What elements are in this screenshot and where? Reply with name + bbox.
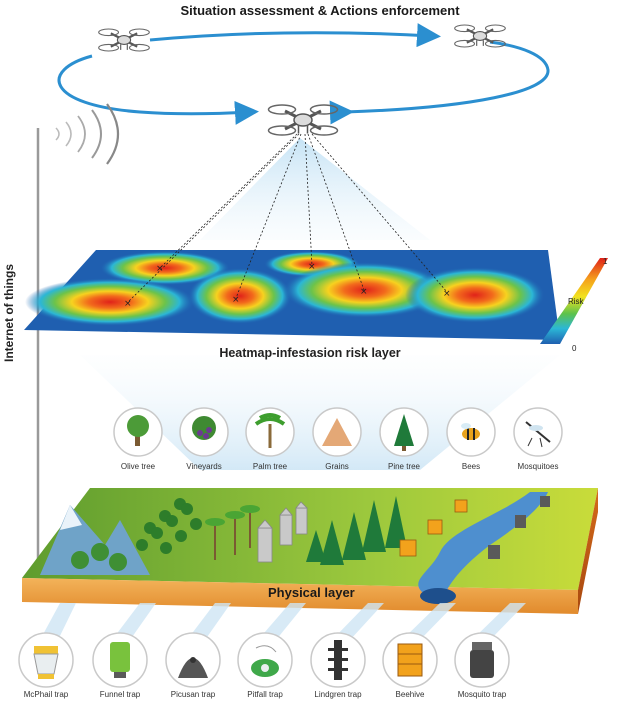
trap-label-mcphail: McPhail trap [23, 690, 69, 699]
vineyard-icon [192, 416, 216, 440]
beehive-icon [397, 643, 423, 677]
heatmap-layer-label: Heatmap-infestasion risk layer [219, 346, 401, 360]
drone-center-icon [267, 103, 339, 137]
picusan-trap-icon [178, 657, 208, 678]
svg-text:×: × [308, 262, 316, 272]
orbit-arrows [57, 23, 550, 125]
grains-icon [322, 418, 352, 446]
trap-beams [40, 603, 526, 640]
svg-text:×: × [443, 289, 451, 299]
crop-label-mosquitoes: Mosquitoes [517, 462, 559, 471]
risk-min-label: 0 [572, 344, 577, 353]
crop-label-olive: Olive tree [120, 462, 156, 471]
risk-color-scale [540, 258, 608, 344]
heatmap-plane: × × × × × × [24, 133, 608, 344]
olive-tree-icon [127, 415, 149, 446]
svg-text:×: × [156, 264, 164, 274]
trap-label-picusan: Picusan trap [170, 690, 216, 699]
trap-label-beehive: Beehive [395, 690, 425, 699]
drone-left-icon [97, 27, 151, 53]
risk-scale-label: Risk [568, 297, 584, 306]
crop-label-pine: Pine tree [387, 462, 421, 471]
funnel-trap-icon [110, 642, 130, 678]
trap-label-lindgren: Lindgren trap [314, 690, 362, 699]
trap-label-pitfall: Pitfall trap [247, 690, 283, 699]
crop-label-grains: Grains [325, 462, 349, 471]
svg-text:×: × [360, 287, 368, 297]
palm-tree-icon [254, 413, 286, 448]
diagram-title: Situation assessment & Actions enforceme… [180, 3, 460, 18]
trap-label-mosquito: Mosquito trap [457, 690, 507, 699]
drone-scan-beam [200, 138, 430, 240]
bee-icon [461, 423, 480, 440]
pitfall-trap-icon [251, 645, 279, 677]
svg-text:×: × [124, 299, 132, 309]
mosquito-icon [525, 421, 551, 448]
physical-layer-label: Physical layer [268, 585, 355, 600]
crop-label-vineyards: Vineyards [186, 462, 222, 471]
iot-antenna-icon [36, 103, 119, 568]
lindgren-trap-icon [328, 640, 348, 680]
trap-label-funnel: Funnel trap [99, 690, 141, 699]
svg-text:×: × [232, 295, 240, 305]
risk-max-label: 1 [603, 257, 608, 266]
crop-label-bees: Bees [461, 462, 481, 471]
crop-label-palm: Palm tree [252, 462, 288, 471]
mcphail-trap-icon [33, 646, 59, 679]
pine-tree-icon [394, 414, 414, 451]
mosquito-trap-icon [470, 642, 494, 678]
